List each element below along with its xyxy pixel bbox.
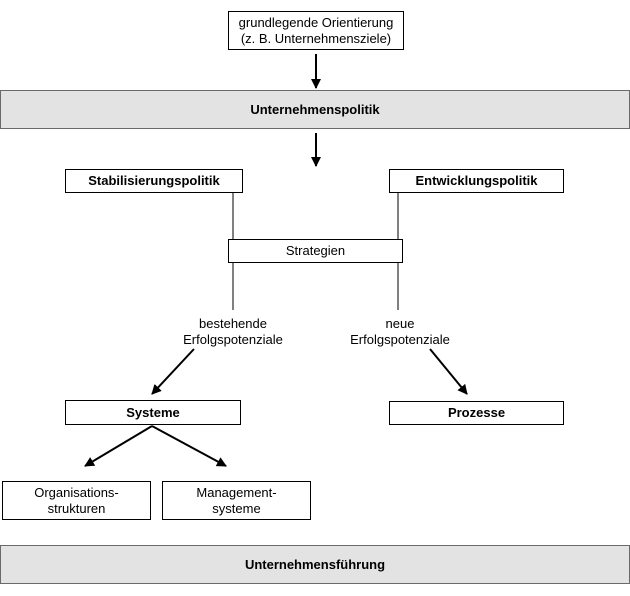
processes-box: Prozesse [389, 401, 564, 425]
existing-success-potentials-label: bestehende Erfolgspotenziale [183, 316, 283, 347]
leadership-band: Unternehmensführung [0, 545, 630, 584]
stabilization-policy-box: Stabilisierungspolitik [65, 169, 243, 193]
mgmt-systems-box: Management- systeme [162, 481, 311, 520]
arrow-to-processes [429, 348, 468, 395]
strategies-box: Strategien [228, 239, 403, 263]
arrow-to-mgmt-systems [151, 425, 227, 467]
arrow-to-org-structures [84, 425, 153, 467]
org-structures-box: Organisations- strukturen [2, 481, 151, 520]
systems-box: Systeme [65, 400, 241, 425]
new-success-potentials-label: neue Erfolgspotenziale [350, 316, 450, 347]
arrow-to-systems [151, 348, 195, 395]
orientation-box: grundlegende Orientierung (z. B. Unterne… [228, 11, 404, 50]
development-policy-box: Entwicklungspolitik [389, 169, 564, 193]
policy-band: Unternehmenspolitik [0, 90, 630, 129]
